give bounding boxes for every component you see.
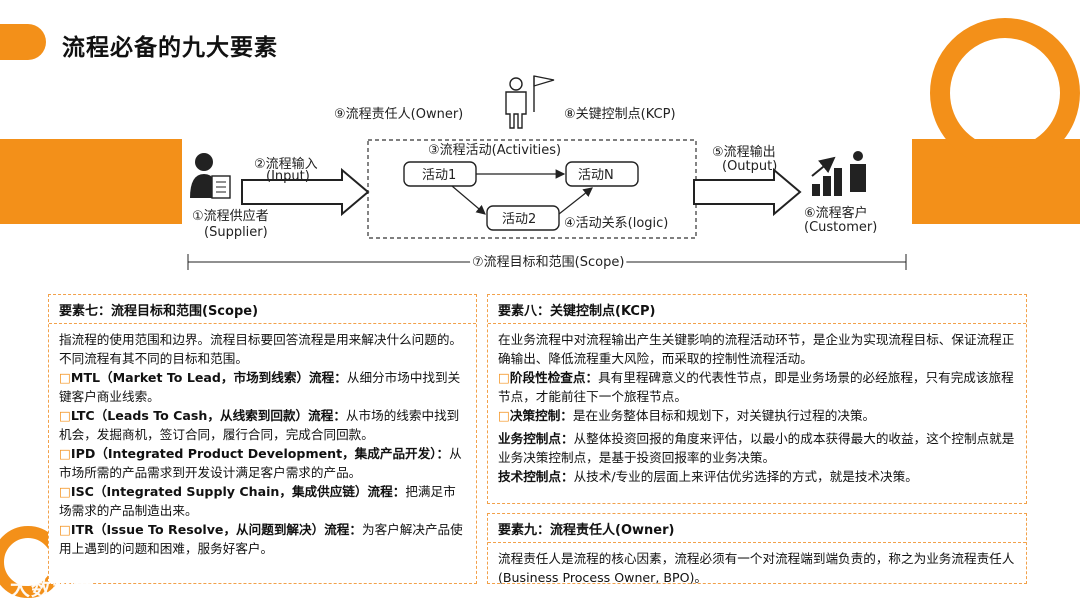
customer-label: ⑥流程客户 bbox=[804, 205, 868, 221]
logic-label: ④活动关系(logic) bbox=[564, 216, 668, 231]
process-diagram-svg: ⑨流程责任人(Owner) ⑧关键控制点(KCP) ③流程活动(Activiti… bbox=[187, 75, 907, 273]
output-arrow bbox=[693, 167, 802, 217]
panel-kcp: 要素八：关键控制点(KCP) 在业务流程中对流程输出产生关键影响的流程活动环节，… bbox=[487, 294, 1027, 504]
panel-scope-heading: 要素七：流程目标和范围(Scope) bbox=[49, 295, 476, 324]
list-item: 技术控制点：从技术/专业的层面上来评估优劣选择的方式，就是技术决策。 bbox=[498, 469, 918, 484]
owner-label: ⑨流程责任人(Owner) bbox=[334, 107, 463, 122]
panel-scope-intro: 指流程的使用范围和边界。流程目标要回答流程是用来解决什么问题的。不同流程有其不同… bbox=[59, 332, 462, 366]
panel-owner: 要素九：流程责任人(Owner) 流程责任人是流程的核心因素，流程必须有一个对流… bbox=[487, 513, 1027, 585]
process-diagram: ⑨流程责任人(Owner) ⑧关键控制点(KCP) ③流程活动(Activiti… bbox=[182, 72, 912, 282]
scope-label: ⑦流程目标和范围(Scope) bbox=[472, 255, 624, 270]
list-item: 业务控制点：从整体投资回报的角度来评估，以最小的成本获得最大的收益，这个控制点就… bbox=[498, 431, 1015, 465]
panel-kcp-intro: 在业务流程中对流程输出产生关键影响的流程活动环节，是企业为实现流程目标、保证流程… bbox=[498, 332, 1015, 366]
watermark-logo: 大数跨境 bbox=[10, 576, 94, 600]
activity-n-box bbox=[565, 161, 639, 187]
activity-2-box bbox=[486, 205, 560, 231]
orange-band-left bbox=[0, 139, 182, 224]
list-item: □MTL（Market To Lead，市场到线索）流程：从细分市场中找到关键客… bbox=[59, 370, 461, 404]
supplier-label-en: (Supplier) bbox=[204, 225, 268, 240]
list-item: □阶段性检查点：具有里程碑意义的代表性节点，即是业务场景的必经旅程，只有完成该旅… bbox=[498, 370, 1014, 404]
input-arrow bbox=[241, 167, 370, 217]
activity-n-label: 活动N bbox=[578, 168, 614, 183]
list-item: □决策控制：是在业务整体目标和规划下，对关键执行过程的决策。 bbox=[498, 408, 876, 423]
output-label: ⑤流程输出 bbox=[712, 144, 776, 160]
orange-ring-decoration bbox=[930, 18, 1080, 168]
list-item: □IPD（Integrated Product Development，集成产品… bbox=[59, 446, 462, 480]
title-accent-tab bbox=[0, 24, 46, 60]
supplier-person-icon bbox=[190, 153, 231, 199]
activity-1-label: 活动1 bbox=[422, 168, 456, 183]
customer-growth-icon bbox=[811, 151, 866, 196]
page-title: 流程必备的九大要素 bbox=[62, 35, 278, 61]
list-item: □LTC（Leads To Cash，从线索到回款）流程：从市场的线索中找到机会… bbox=[59, 408, 460, 442]
panel-kcp-heading: 要素八：关键控制点(KCP) bbox=[488, 295, 1026, 324]
panel-owner-body: 流程责任人是流程的核心因素，流程必须有一个对流程端到端负责的，称之为业务流程责任… bbox=[498, 551, 1015, 585]
activities-boundary bbox=[367, 139, 697, 239]
activity-2-label: 活动2 bbox=[502, 212, 536, 227]
activities-label: ③流程活动(Activities) bbox=[428, 143, 561, 158]
supplier-label: ①流程供应者 bbox=[192, 208, 269, 224]
list-item: □ITR（Issue To Resolve，从问题到解决）流程：为客户解决产品使… bbox=[59, 522, 463, 556]
input-label: ②流程输入 bbox=[254, 156, 318, 172]
kcp-label: ⑧关键控制点(KCP) bbox=[564, 107, 676, 122]
owner-figure-icon bbox=[505, 75, 555, 129]
panel-scope-body: 指流程的使用范围和边界。流程目标要回答流程是用来解决什么问题的。不同流程有其不同… bbox=[49, 324, 476, 564]
panel-owner-heading: 要素九：流程责任人(Owner) bbox=[488, 514, 1026, 543]
customer-label-en: (Customer) bbox=[804, 220, 877, 235]
output-label-en: (Output) bbox=[722, 159, 777, 174]
list-item: □ISC（Integrated Supply Chain，集成供应链）流程：把满… bbox=[59, 484, 456, 518]
input-label-en: (Input) bbox=[266, 169, 310, 184]
panel-kcp-body: 在业务流程中对流程输出产生关键影响的流程活动环节，是企业为实现流程目标、保证流程… bbox=[488, 324, 1026, 492]
panel-scope: 要素七：流程目标和范围(Scope) 指流程的使用范围和边界。流程目标要回答流程… bbox=[48, 294, 477, 584]
